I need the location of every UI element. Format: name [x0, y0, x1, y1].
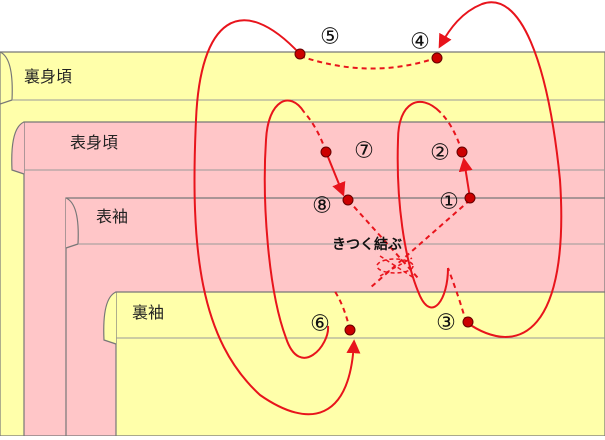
step-4: ④ — [410, 30, 430, 55]
label-omote-migoro: 表身頃 — [70, 133, 118, 152]
thread-inner-right-loop — [396, 101, 449, 309]
point-7 — [320, 146, 332, 158]
point-8 — [342, 194, 354, 206]
panel-ura-sode: 裏袖 — [103, 291, 605, 437]
step-6: ⑥ — [310, 312, 330, 337]
label-ura-sode: 裏袖 — [132, 303, 164, 322]
thread-7-to-8 — [325, 151, 346, 197]
thread-1-to-2 — [458, 157, 473, 199]
point-3 — [462, 316, 474, 328]
thread-1-knot — [369, 199, 471, 289]
knot-label: きつく結ぶ — [332, 236, 402, 253]
label-ura-migoro: 裏身頃 — [24, 67, 72, 86]
step-7: ⑦ — [354, 139, 374, 164]
step-8: ⑧ — [312, 194, 332, 219]
step-5: ⑤ — [320, 25, 340, 50]
thread-inner-left-loop — [263, 99, 330, 359]
solid-threads — [193, 1, 563, 416]
thread-outer-left-loop — [193, 19, 361, 416]
step-2: ② — [430, 141, 450, 166]
thread-outer-right-loop — [438, 1, 563, 338]
point-4 — [431, 52, 443, 64]
label-omote-sode: 表袖 — [96, 207, 128, 226]
step-3: ③ — [436, 311, 456, 336]
knot-loop — [376, 258, 414, 274]
point-2 — [456, 146, 468, 158]
step-numbers: ⑤ ④ ⑦ ② ⑧ ① ⑥ ③ — [310, 25, 459, 337]
step-1: ① — [439, 190, 459, 215]
point-1 — [464, 192, 476, 204]
point-5 — [294, 48, 306, 60]
knot: きつく結ぶ — [332, 236, 415, 279]
knot-cross-b — [379, 257, 413, 277]
stitch-points — [294, 48, 476, 336]
point-6 — [344, 324, 356, 336]
